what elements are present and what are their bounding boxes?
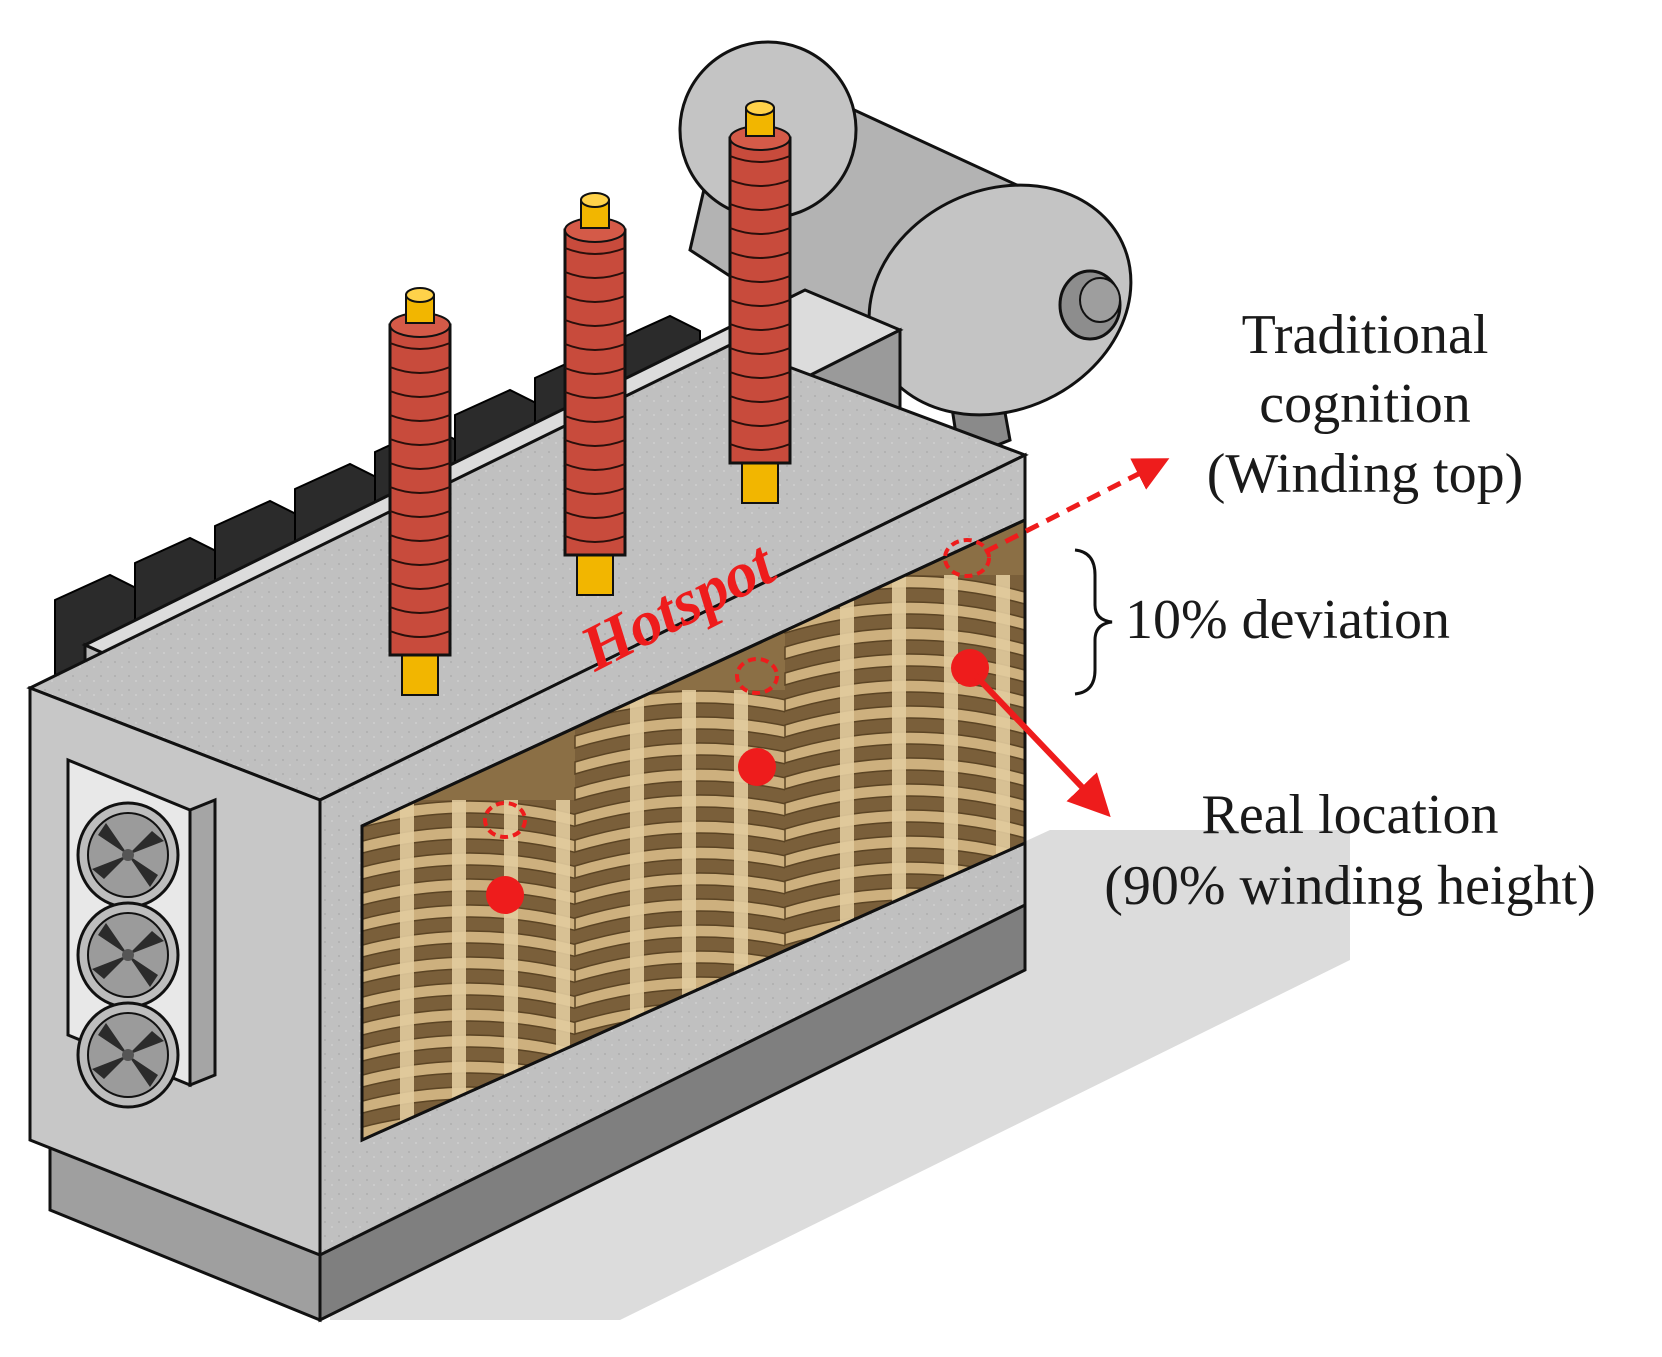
fan-icon [76,901,180,1009]
traditional-label-line3: (Winding top) [1207,443,1524,505]
real-location-label-line2: (90% winding height) [1104,855,1595,917]
bushing [563,192,627,596]
traditional-arrow [983,458,1170,555]
hotspot-dot [486,876,524,914]
dashed-circle [735,657,779,695]
hotspot-markers [483,538,991,914]
deviation-brace [1074,548,1113,696]
real-location-arrow [972,672,1111,818]
dashed-circle [943,538,991,578]
bushing [388,287,452,696]
traditional-label-line1: Traditional [1242,304,1489,366]
bushing [728,100,792,504]
fan-icon [76,801,180,909]
fan-icon [76,1001,180,1109]
cooling-fan-box [66,757,217,1109]
ground-shadow [330,830,1350,1320]
dashed-circle [483,801,527,839]
hotspot-dot [738,748,776,786]
traditional-label-line2: cognition [1259,373,1471,435]
bushings [388,100,792,696]
winding-cutaway [360,517,1027,1143]
real-location-label-line1: Real location [1201,784,1498,846]
deviation-label: 10% deviation [1125,589,1450,651]
